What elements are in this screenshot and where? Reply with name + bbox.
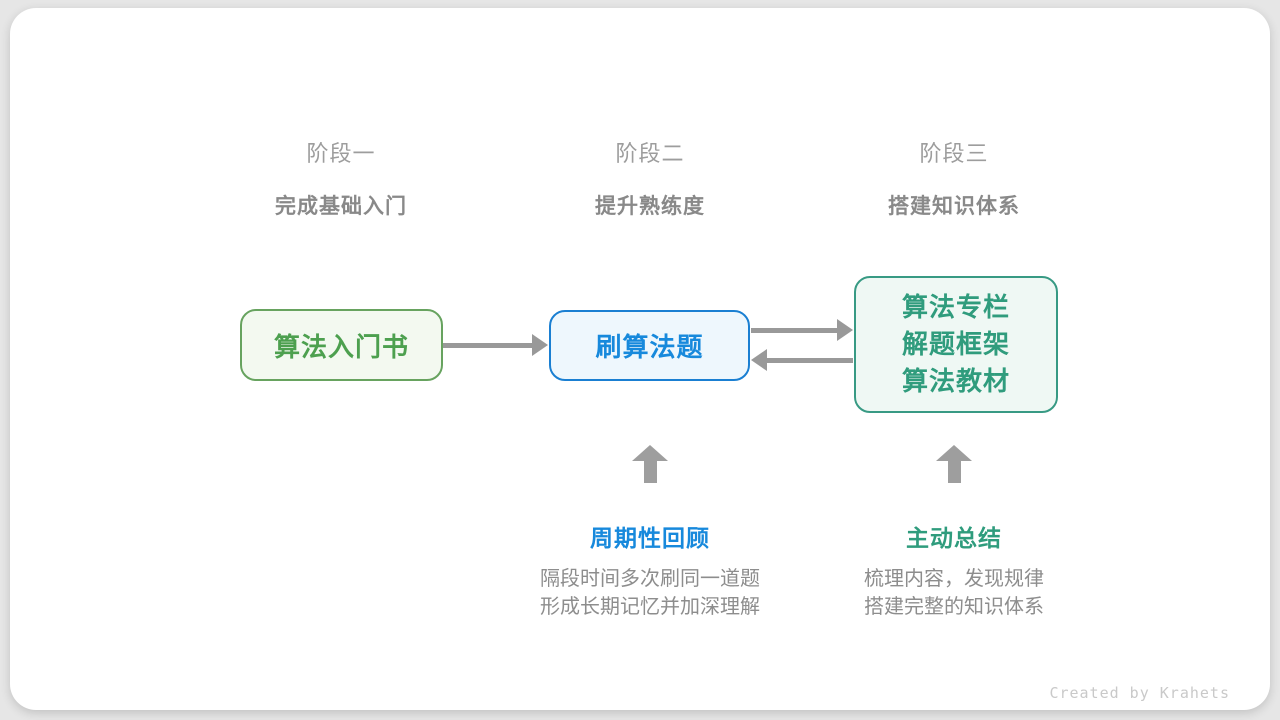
up-arrow-icon bbox=[936, 445, 972, 483]
stage-1-subtitle: 完成基础入门 bbox=[275, 195, 407, 218]
annotation-review-title: 周期性回顾 bbox=[590, 525, 710, 551]
annotation-summarize-desc: 梳理内容，发现规律 搭建完整的知识体系 bbox=[794, 565, 1114, 621]
annotation-review-desc-line-1: 隔段时间多次刷同一道题 bbox=[540, 568, 760, 590]
node-advanced-line-3: 算法教材 bbox=[901, 366, 1010, 396]
annotation-summarize-desc-line-1: 梳理内容，发现规律 bbox=[864, 568, 1044, 590]
up-arrow-head bbox=[632, 445, 668, 461]
stage-3-label: 阶段三 bbox=[919, 141, 989, 166]
node-advanced-resources: 算法专栏 解题框架 算法教材 bbox=[854, 276, 1058, 413]
node-intro-book-label: 算法入门书 bbox=[273, 331, 409, 362]
up-arrow-head bbox=[936, 445, 972, 461]
arrow-head bbox=[532, 334, 548, 356]
up-arrow-shaft bbox=[643, 461, 657, 483]
arrow-left-icon bbox=[751, 349, 853, 371]
diagram-card: 阶段一 完成基础入门 阶段二 提升熟练度 阶段三 搭建知识体系 算法入门书 刷算… bbox=[10, 8, 1270, 710]
arrow-shaft bbox=[751, 327, 841, 333]
annotation-review-desc: 隔段时间多次刷同一道题 形成长期记忆并加深理解 bbox=[490, 565, 810, 621]
annotation-summarize-title: 主动总结 bbox=[906, 525, 1002, 551]
stage-1-label: 阶段一 bbox=[306, 141, 376, 166]
credit-text: Created by Krahets bbox=[1049, 684, 1230, 702]
up-arrow-shaft bbox=[947, 461, 961, 483]
up-arrow-icon bbox=[632, 445, 668, 483]
arrow-right-icon bbox=[751, 319, 853, 341]
node-practice-label: 刷算法题 bbox=[595, 332, 704, 362]
node-intro-book: 算法入门书 bbox=[240, 309, 443, 381]
annotation-summarize-desc-line-2: 搭建完整的知识体系 bbox=[864, 596, 1044, 618]
arrow-shaft bbox=[443, 342, 536, 348]
arrow-right-icon bbox=[443, 334, 548, 356]
node-advanced-line-2: 解题框架 bbox=[901, 329, 1010, 359]
arrow-head bbox=[837, 319, 853, 341]
stage-2-header: 阶段二 提升熟练度 bbox=[490, 136, 810, 220]
arrow-head bbox=[751, 349, 767, 371]
annotation-review-desc-line-2: 形成长期记忆并加深理解 bbox=[540, 596, 760, 618]
stage-3-header: 阶段三 搭建知识体系 bbox=[794, 136, 1114, 220]
node-advanced-line-1: 算法专栏 bbox=[901, 292, 1010, 322]
stage-1-header: 阶段一 完成基础入门 bbox=[181, 136, 501, 220]
stage-3-subtitle: 搭建知识体系 bbox=[888, 195, 1020, 218]
node-practice-problems: 刷算法题 bbox=[549, 310, 750, 381]
arrow-shaft bbox=[763, 357, 853, 363]
stage-2-label: 阶段二 bbox=[615, 141, 685, 166]
stage-2-subtitle: 提升熟练度 bbox=[595, 195, 705, 218]
